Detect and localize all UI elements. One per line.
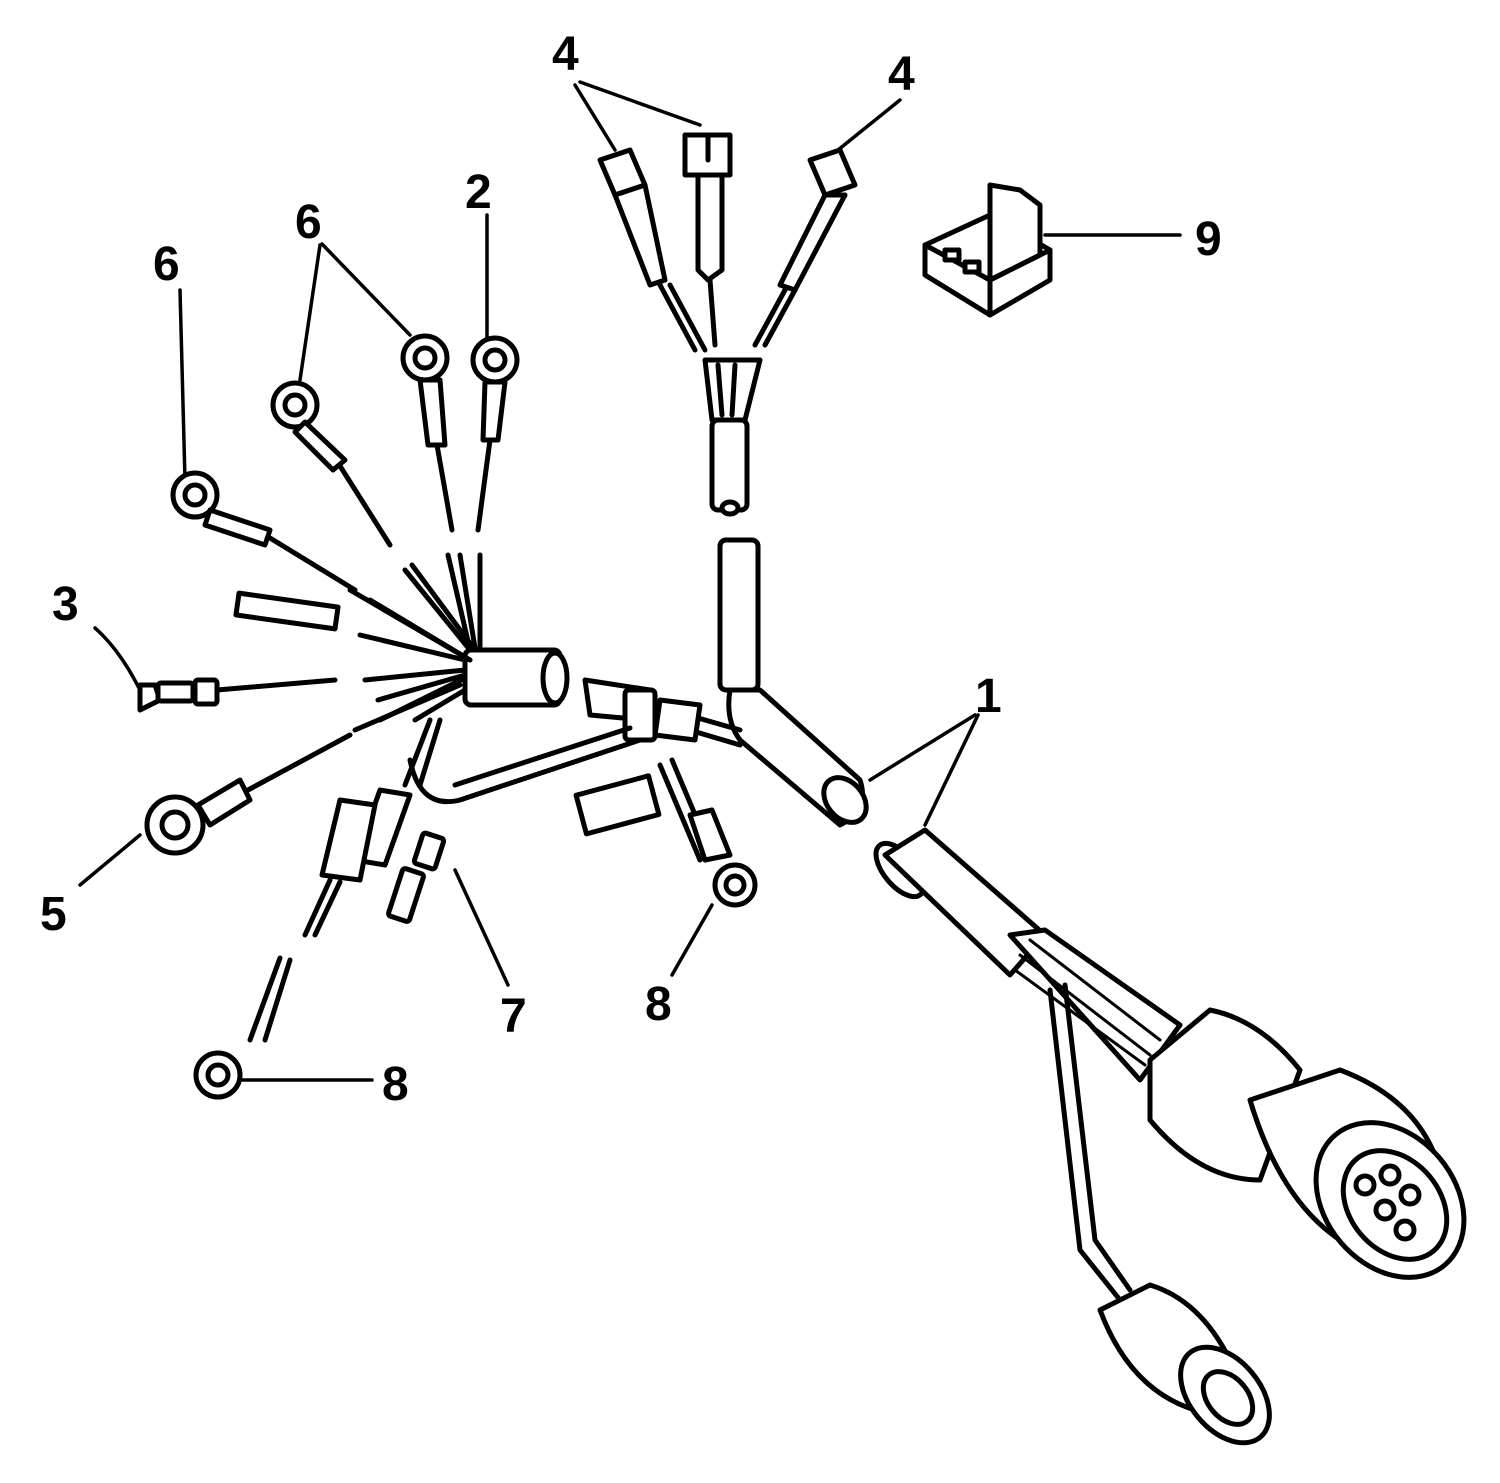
callout-7: 7 [500,990,527,1043]
callout-2: 2 [465,166,492,219]
harness-trunk [407,537,869,828]
ring-terminal-part-5 [144,732,353,856]
callout-4-left: 4 [552,28,579,81]
callout-8-bottom: 8 [382,1058,409,1111]
fuse-part-7 [386,830,447,924]
connector-block-part-9 [922,182,1053,318]
callout-4-right: 4 [888,48,915,101]
callout-3: 3 [52,578,79,631]
wire-bundle-hub [347,552,570,733]
ring-terminals-part-6 [170,333,455,593]
spade-terminals-part-4 [597,132,858,517]
callout-9: 9 [1195,213,1222,266]
bullet-terminal-part-3 [137,590,341,713]
callout-6-left: 6 [153,238,180,291]
inline-connector-and-ring-part-8 [193,717,758,1100]
main-harness-part-1 [873,827,1467,1446]
callout-8-mid: 8 [645,978,672,1031]
callout-5: 5 [40,888,67,941]
leader-lines [78,80,1182,1082]
callout-6-mid: 6 [295,196,322,249]
ring-terminal-part-2 [470,335,520,533]
